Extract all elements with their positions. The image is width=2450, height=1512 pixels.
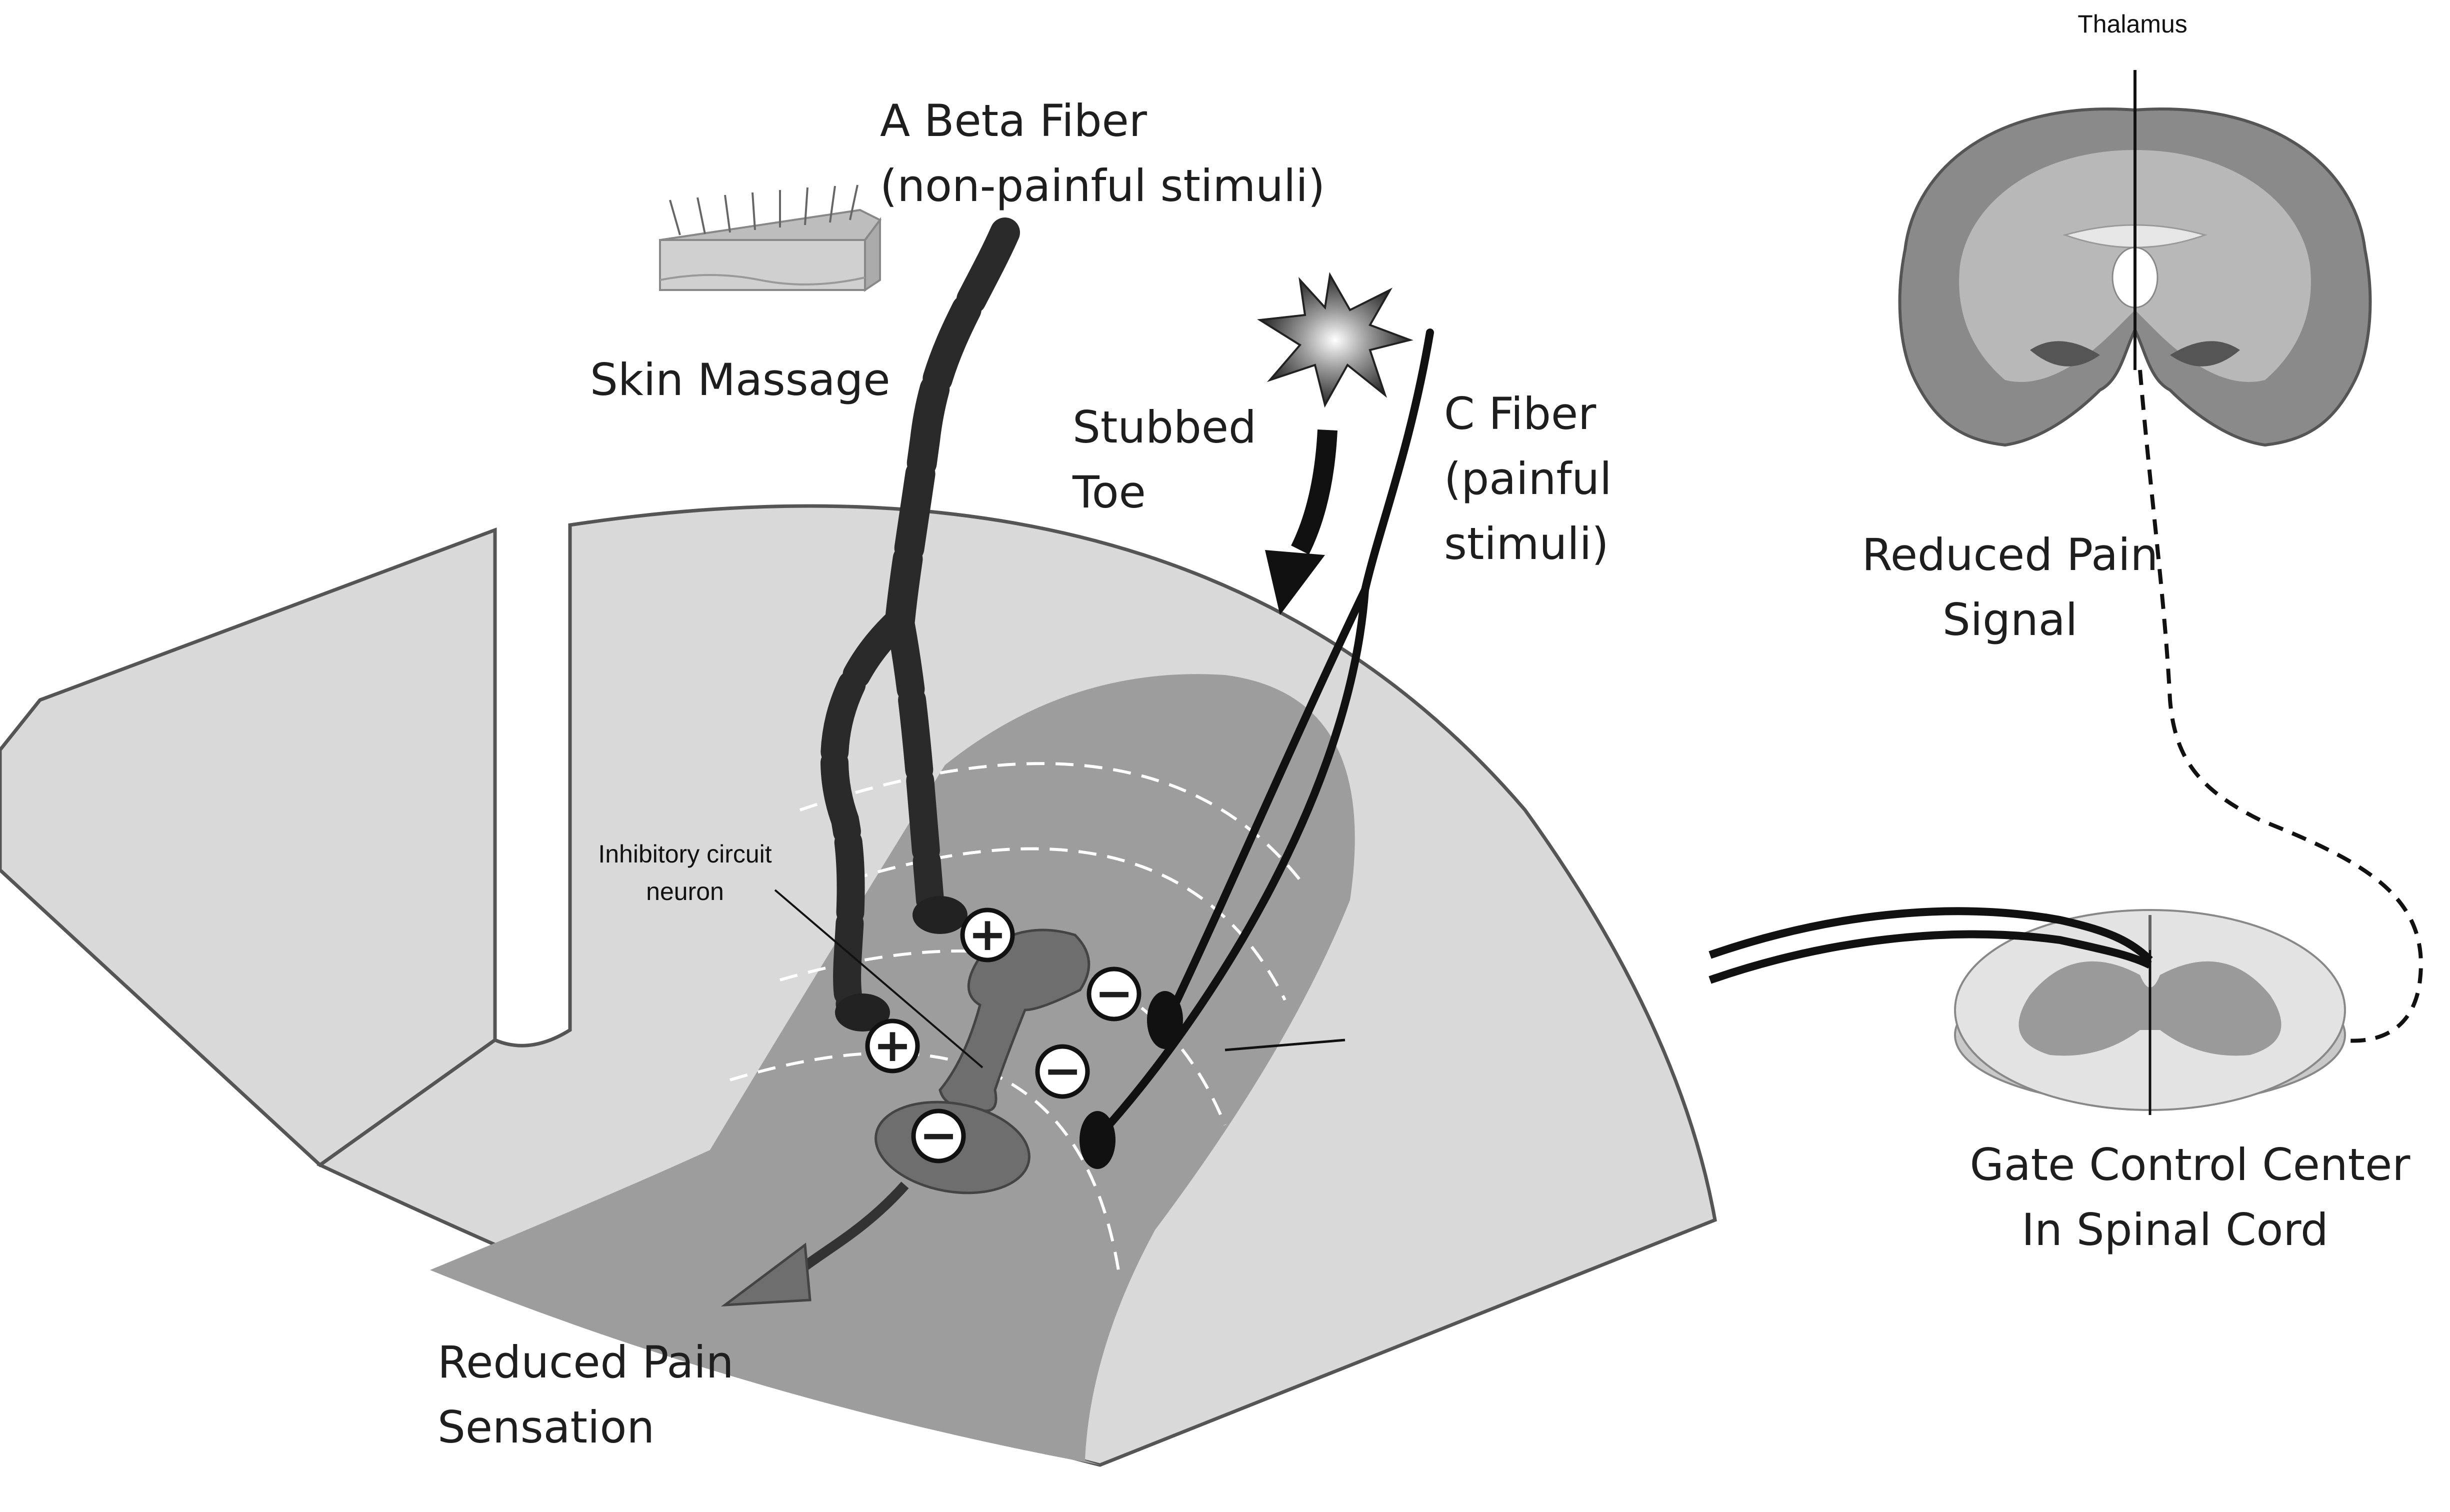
stubbed-toe-label-line1: Stubbed bbox=[1072, 402, 1256, 453]
synapse-minus-right: − bbox=[1086, 966, 1142, 1022]
left-white-matter bbox=[0, 527, 497, 1168]
gate-control-spinal-cord-icon bbox=[1708, 907, 2346, 1115]
inhibitory-neuron-label-line1: Inhibitory circuit bbox=[598, 840, 772, 868]
a-beta-terminal-right bbox=[912, 896, 968, 934]
svg-text:+: + bbox=[873, 1018, 912, 1072]
reduced-pain-signal-path bbox=[2138, 370, 2423, 1043]
stubbed-toe-label-line2: Toe bbox=[1072, 466, 1146, 518]
c-fiber-pointer-line bbox=[1224, 1038, 1346, 1052]
brain-icon bbox=[1898, 70, 2372, 447]
a-beta-fiber-label-line1: A Beta Fiber bbox=[880, 95, 1148, 146]
svg-text:−: − bbox=[919, 1108, 958, 1162]
c-fiber-label-line1: C Fiber bbox=[1444, 388, 1596, 440]
reduced-pain-signal-label-line2: Signal bbox=[1942, 594, 2078, 646]
skin-massage-icon bbox=[659, 184, 882, 292]
synapse-plus-lower: + bbox=[865, 1018, 920, 1074]
inhibitory-neuron bbox=[938, 928, 1090, 1112]
stubbed-toe-arrow bbox=[1265, 429, 1338, 615]
inhibitory-pointer-line bbox=[774, 889, 984, 1068]
synapse-minus-lower: − bbox=[911, 1108, 966, 1164]
c-fiber-terminal-lower bbox=[1080, 1111, 1116, 1169]
thalamus-label: Thalamus bbox=[2078, 10, 2188, 38]
svg-text:−: − bbox=[1043, 1044, 1082, 1098]
pain-star-icon bbox=[1257, 272, 1414, 408]
reduced-pain-sensation-label-line1: Reduced Pain bbox=[438, 1336, 734, 1388]
c-fiber-label-line3: stimuli) bbox=[1444, 518, 1609, 570]
svg-text:−: − bbox=[1094, 966, 1133, 1020]
synapse-minus-middle: − bbox=[1035, 1044, 1090, 1099]
inhibitory-neuron-label-line2: neuron bbox=[646, 878, 724, 906]
reduced-pain-signal-label-line1: Reduced Pain bbox=[1862, 529, 2158, 580]
a-beta-fiber bbox=[820, 218, 1020, 1019]
skin-massage-label: Skin Massage bbox=[590, 354, 890, 406]
reduced-pain-sensation-label-line2: Sensation bbox=[438, 1402, 654, 1453]
a-beta-terminal-left bbox=[835, 994, 890, 1032]
c-fiber-terminal-upper bbox=[1147, 991, 1183, 1049]
synapse-plus-upper: + bbox=[960, 908, 1015, 962]
svg-text:+: + bbox=[968, 908, 1006, 961]
c-fiber bbox=[1096, 328, 1434, 1139]
c-fiber-label-line2: (painful bbox=[1444, 453, 1612, 504]
gate-control-label-line1: Gate Control Center bbox=[1970, 1139, 2411, 1190]
a-beta-fiber-label-line2: (non-painful stimuli) bbox=[880, 160, 1325, 212]
gate-control-label-line2: In Spinal Cord bbox=[2022, 1204, 2328, 1256]
